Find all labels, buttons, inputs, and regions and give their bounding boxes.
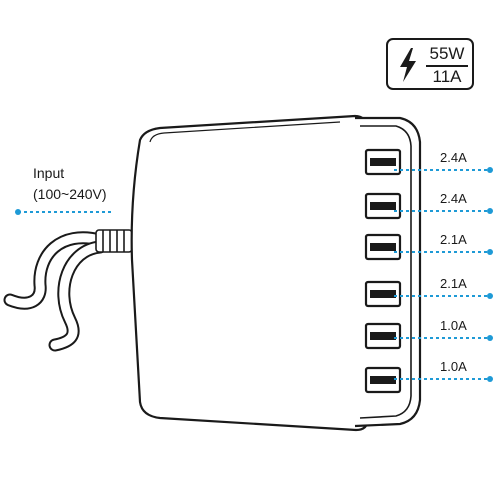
input-label: Input (33, 165, 65, 181)
charger-body (130, 114, 370, 432)
badge-divider (426, 65, 468, 67)
cord-strain-relief (95, 229, 133, 253)
usb-port-5 (364, 322, 402, 350)
leader-lines (15, 167, 493, 382)
current-rating: 11A (432, 67, 462, 86)
port-label-2: 2.4A (440, 191, 467, 206)
port-label-3: 2.1A (440, 232, 467, 247)
usb-port-1 (364, 148, 402, 176)
port-label-4: 2.1A (440, 276, 467, 291)
usb-port-2 (364, 192, 402, 220)
port-leader-3 (394, 249, 493, 255)
port-label-1: 2.4A (440, 150, 467, 165)
usb-ports (364, 148, 402, 394)
input-leader (15, 209, 112, 215)
usb-port-3 (364, 233, 402, 261)
port-leader-2 (394, 208, 493, 214)
port-label-5: 1.0A (440, 318, 467, 333)
port-leader-5 (394, 335, 493, 341)
port-leader-6 (394, 376, 493, 382)
power-cord (3, 231, 107, 352)
port-leader-1 (394, 167, 493, 173)
power-spec-badge: 55W 11A (386, 38, 474, 90)
port-label-6: 1.0A (440, 359, 467, 374)
usb-port-4 (364, 280, 402, 308)
port-leader-4 (394, 293, 493, 299)
power-rating: 55W (429, 44, 465, 63)
input-voltage-range: (100~240V) (33, 186, 107, 202)
lightning-bolt-icon (400, 48, 416, 82)
